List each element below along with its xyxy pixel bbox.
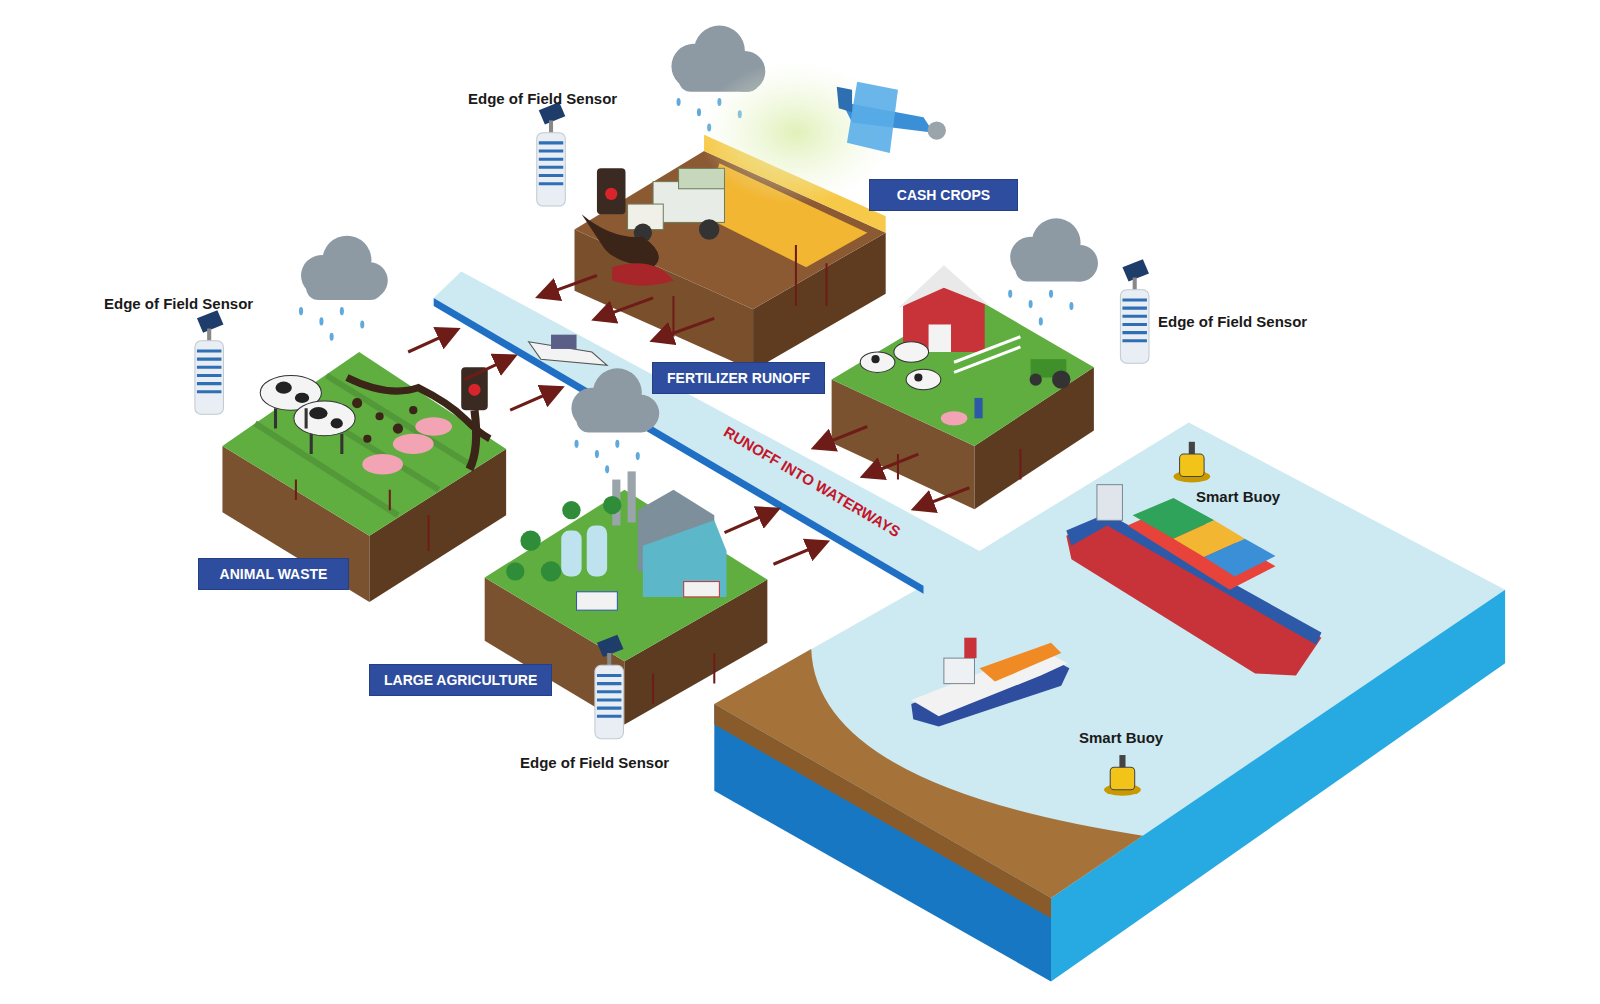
rain [299, 98, 1073, 473]
water [434, 271, 1505, 981]
device-label: Edge of Field Sensor [104, 295, 253, 313]
device-label: Edge of Field Sensor [1158, 313, 1307, 331]
label-text: ANIMAL WASTE [213, 565, 334, 583]
container-ship [1066, 485, 1321, 676]
label-text: FERTILIZER RUNOFF [667, 369, 810, 387]
label-text: LARGE AGRICULTURE [384, 671, 537, 689]
category-label: ANIMAL WASTE [198, 558, 349, 590]
category-label: LARGE AGRICULTURE [369, 664, 552, 696]
category-label: CASH CROPS [869, 179, 1018, 211]
device-label: Smart Buoy [1196, 488, 1280, 506]
boat [529, 335, 608, 366]
tug-ship [911, 638, 1069, 727]
livestock-farm [832, 265, 1094, 509]
edge-sensors [195, 102, 1149, 739]
device-label: Edge of Field Sensor [468, 90, 617, 108]
device-label: Smart Buoy [1079, 729, 1163, 747]
category-label: FERTILIZER RUNOFF [652, 362, 825, 394]
device-label: Edge of Field Sensor [520, 754, 669, 772]
label-text: CASH CROPS [884, 186, 1003, 204]
runoff-arrows [408, 275, 969, 564]
clouds [301, 26, 1098, 433]
